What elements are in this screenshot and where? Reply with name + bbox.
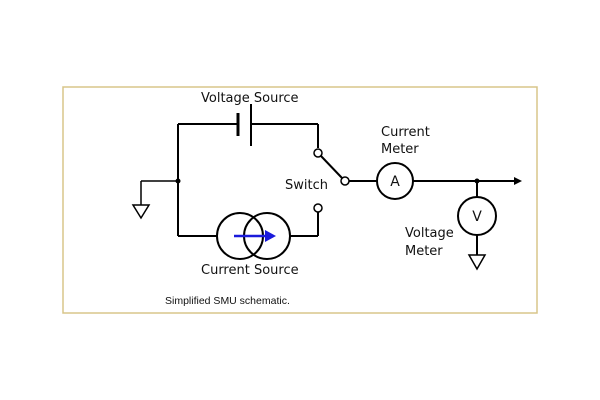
voltage-source-label: Voltage Source [201, 91, 299, 106]
battery-icon [178, 104, 319, 148]
voltage-meter-label-line2: Meter [405, 244, 443, 259]
switch-icon [313, 148, 350, 213]
current-meter-label-line1: Current [381, 125, 430, 140]
figure-caption: Simplified SMU schematic. [165, 295, 290, 307]
voltmeter-symbol: V [472, 209, 482, 225]
arrow-head [265, 230, 276, 242]
junction-dot-left [175, 178, 181, 184]
voltmeter-icon: V [457, 196, 497, 236]
current-source-label: Current Source [201, 263, 299, 278]
ground-icon-right [467, 254, 487, 271]
ammeter-icon: A [376, 162, 414, 200]
output-arrowhead [514, 177, 522, 185]
voltage-meter-label-line1: Voltage [405, 226, 454, 241]
current-meter-label-line2: Meter [381, 142, 419, 157]
ground-icon-left [131, 180, 178, 220]
switch-label: Switch [285, 178, 328, 193]
ammeter-symbol: A [390, 174, 400, 190]
